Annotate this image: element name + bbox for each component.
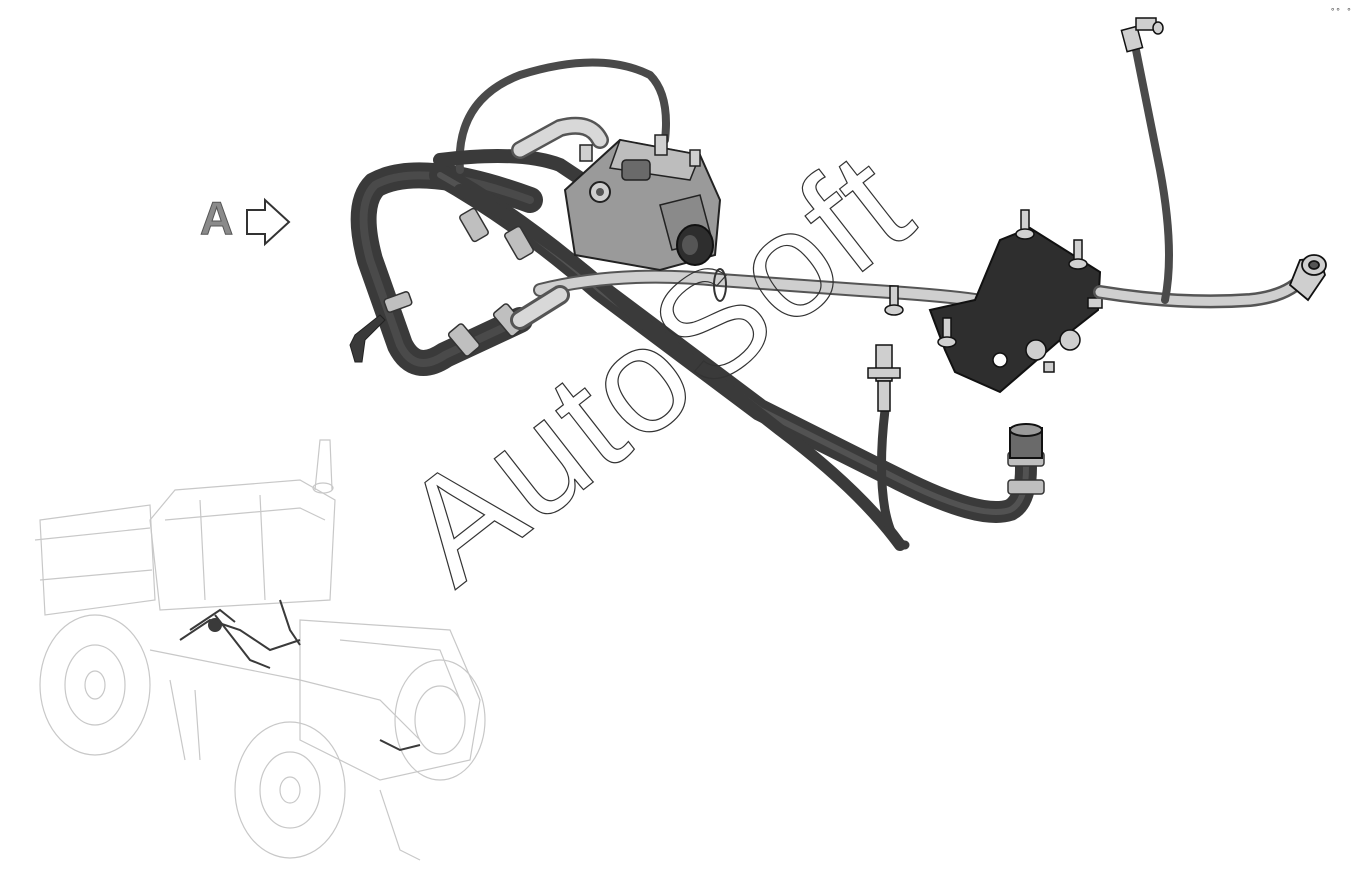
tractor-highlight-lines <box>179 599 421 752</box>
hose-clamps <box>383 207 1045 495</box>
drain-tee-fitting <box>867 344 901 412</box>
right-elbow-fitting <box>1288 254 1327 302</box>
tube-ring-clip <box>713 268 727 302</box>
corner-mark: °° °°° <box>1330 7 1352 17</box>
view-letter: A <box>200 192 233 244</box>
right-outline-arrow-icon <box>246 197 291 247</box>
secondary-diagonal-hose <box>454 184 906 551</box>
left-mounting-tab <box>349 314 386 363</box>
hydraulic-assembly <box>349 17 1327 551</box>
upper-pilot-hose <box>455 58 670 174</box>
mounting-bracket-icon <box>884 209 1103 394</box>
vertical-drain-hose <box>1131 41 1173 304</box>
top-elbow-fitting <box>1120 17 1164 53</box>
view-label-a: A <box>200 192 291 247</box>
lower-right-tube-end <box>1009 423 1043 459</box>
hydraulic-pump-icon <box>563 134 722 272</box>
tractor-locator-icon <box>34 439 486 861</box>
lower-drain-hose <box>877 405 910 550</box>
